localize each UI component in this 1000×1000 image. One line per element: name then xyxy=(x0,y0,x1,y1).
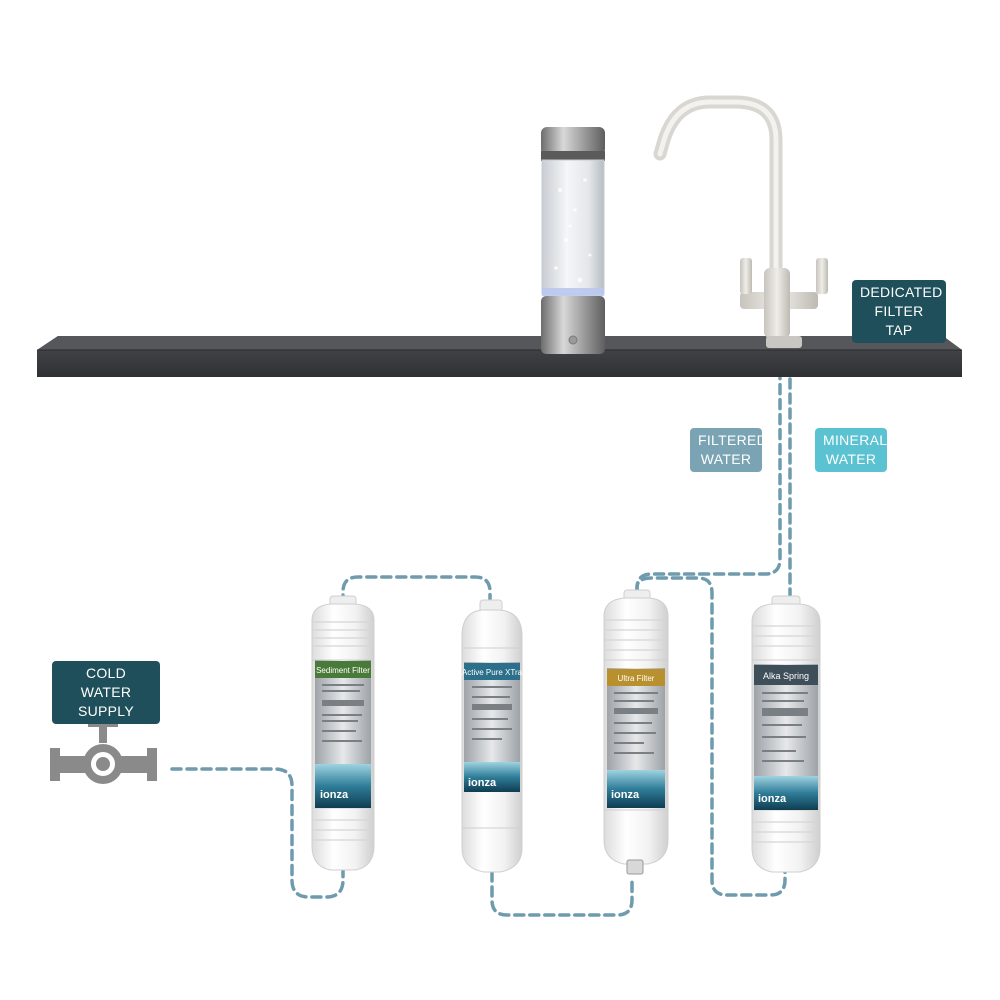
mineral-water-label: MINERAL WATER xyxy=(815,428,887,472)
label-line: MINERAL xyxy=(823,432,888,448)
brand-logo: ionza xyxy=(758,793,787,805)
pipe-lines xyxy=(170,376,792,917)
countertop xyxy=(37,336,962,377)
filter-sediment: Sediment Filter ionza xyxy=(311,595,375,871)
filter-ultra: Ultra Filter ionza xyxy=(603,589,669,875)
label-line: WATER xyxy=(825,451,877,467)
label-line: FILTERED xyxy=(698,432,768,448)
label-line: WATER xyxy=(700,451,752,467)
pipe-ultra-to-alka xyxy=(635,576,787,897)
brand-logo: ionza xyxy=(320,789,349,801)
faucet-icon xyxy=(653,95,828,348)
label-line: SUPPLY xyxy=(77,703,134,719)
dedicated-filter-tap-label: DEDICATED FILTER TAP xyxy=(852,280,946,343)
pipe-filtered-to-tap xyxy=(635,376,782,594)
filter-active-pure: Active Pure XTra ionza xyxy=(461,599,523,873)
pipe-activepure-to-ultra xyxy=(490,870,634,917)
label-line: DEDICATED xyxy=(860,284,943,300)
valve-icon xyxy=(50,720,157,784)
brand-logo: ionza xyxy=(468,777,497,789)
filter-name: Alka Spring xyxy=(763,671,809,681)
pipe-supply-to-sediment xyxy=(170,767,345,899)
label-line: COLD WATER xyxy=(80,665,132,700)
filtered-water-label: FILTERED WATER xyxy=(690,428,768,472)
filter-name: Ultra Filter xyxy=(618,674,655,683)
filter-name: Active Pure XTra xyxy=(462,668,523,677)
filter-alka-spring: Alka Spring ionza xyxy=(751,595,821,873)
cold-water-supply-label: COLD WATER SUPPLY xyxy=(52,661,160,724)
pipe-sediment-to-activepure xyxy=(341,575,492,606)
water-bottle-icon xyxy=(541,127,605,354)
label-line: FILTER TAP xyxy=(874,303,924,338)
brand-logo: ionza xyxy=(611,789,640,801)
filter-name: Sediment Filter xyxy=(316,666,370,675)
